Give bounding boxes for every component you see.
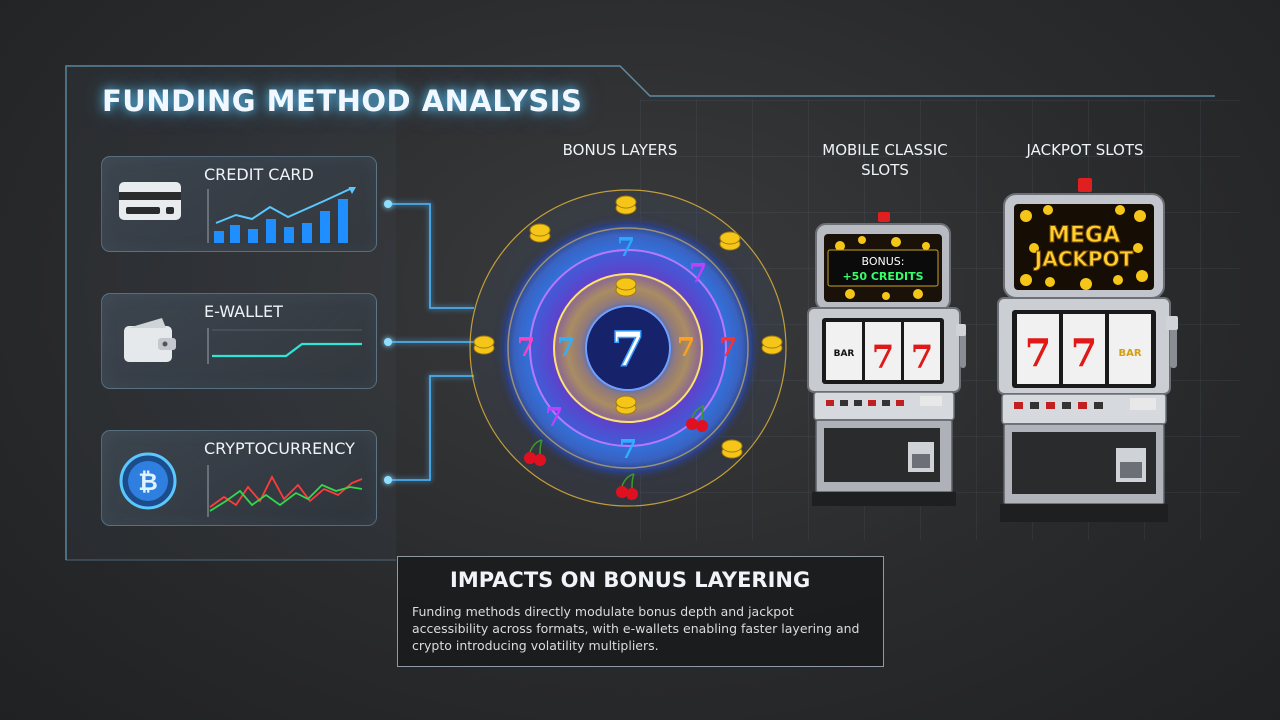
jackpot-screen-line2: JACKPOT: [1033, 247, 1134, 271]
reel-bar-symbol: BAR: [834, 349, 855, 359]
seven-symbol: 7: [517, 333, 535, 363]
column-label-mobile-classic-line2: SLOTS: [861, 161, 909, 179]
jackpot-slot-machine: MEGA JACKPOT 7 7 BAR: [997, 178, 1178, 522]
column-label-mobile-classic: MOBILE CLASSIC SLOTS: [800, 140, 970, 180]
column-label-bonus-layers: BONUS LAYERS: [562, 141, 678, 159]
center-seven-symbol: 7: [611, 322, 644, 378]
seven-symbol: 7: [557, 333, 575, 363]
bitcoin-icon: ₿: [118, 451, 178, 515]
funding-card-credit[interactable]: CREDIT CARD: [101, 156, 377, 252]
connector-node-ewallet: [384, 338, 392, 346]
reel-seven-symbol: 7: [1025, 330, 1051, 375]
reel-seven-symbol: 7: [911, 338, 933, 376]
cherry-icon: [686, 405, 708, 432]
funding-card-crypto[interactable]: ₿ CRYPTOCURRENCY: [101, 430, 377, 526]
page-title: FUNDING METHOD ANALYSIS: [102, 84, 583, 118]
seven-symbol: 7: [677, 333, 695, 363]
impacts-panel: IMPACTS ON BONUS LAYERING Funding method…: [397, 556, 884, 667]
svg-text:₿: ₿: [138, 468, 158, 496]
wallet-icon: [118, 316, 182, 370]
card-label-ewallet: E-WALLET: [204, 302, 283, 321]
connector-node-crypto: [384, 476, 392, 484]
seven-symbol: 7: [545, 403, 563, 433]
connector-node-credit: [384, 200, 392, 208]
flat-line-chart: [206, 324, 366, 386]
outer-frame: [65, 65, 1215, 560]
column-label-mobile-classic-line1: MOBILE CLASSIC: [822, 141, 948, 159]
cherry-icon: [524, 439, 546, 466]
jackpot-screen-line1: MEGA: [1048, 223, 1120, 248]
seven-symbol: 7: [619, 435, 637, 465]
rising-bar-chart: [206, 186, 366, 249]
card-label-credit: CREDIT CARD: [204, 165, 314, 184]
mobile-slot-screen-line2: +50 CREDITS: [842, 270, 923, 283]
seven-symbol: 7: [719, 333, 737, 363]
cherry-icon: [616, 473, 638, 500]
impacts-title: IMPACTS ON BONUS LAYERING: [450, 568, 811, 592]
column-label-jackpot-slots: JACKPOT SLOTS: [1026, 141, 1144, 159]
card-label-crypto: CRYPTOCURRENCY: [204, 439, 355, 458]
reel-bar-symbol: BAR: [1118, 348, 1141, 359]
mobile-slot-screen-line1: BONUS:: [862, 255, 905, 268]
credit-card-icon: [118, 179, 182, 227]
reel-seven-symbol: 7: [1071, 330, 1097, 375]
volatile-line-chart: [206, 461, 366, 523]
impacts-body: Funding methods directly modulate bonus …: [412, 604, 860, 653]
bonus-layers-rings: 7 7 7 7 7 7 7 7 7: [469, 189, 787, 507]
funding-card-ewallet[interactable]: E-WALLET: [101, 293, 377, 389]
seven-symbol: 7: [689, 259, 707, 289]
seven-symbol: 7: [617, 233, 635, 263]
reel-seven-symbol: 7: [872, 338, 894, 376]
connector-lines: [388, 203, 474, 481]
mobile-classic-slot-machine: BONUS: +50 CREDITS BAR 7 7: [807, 212, 966, 506]
